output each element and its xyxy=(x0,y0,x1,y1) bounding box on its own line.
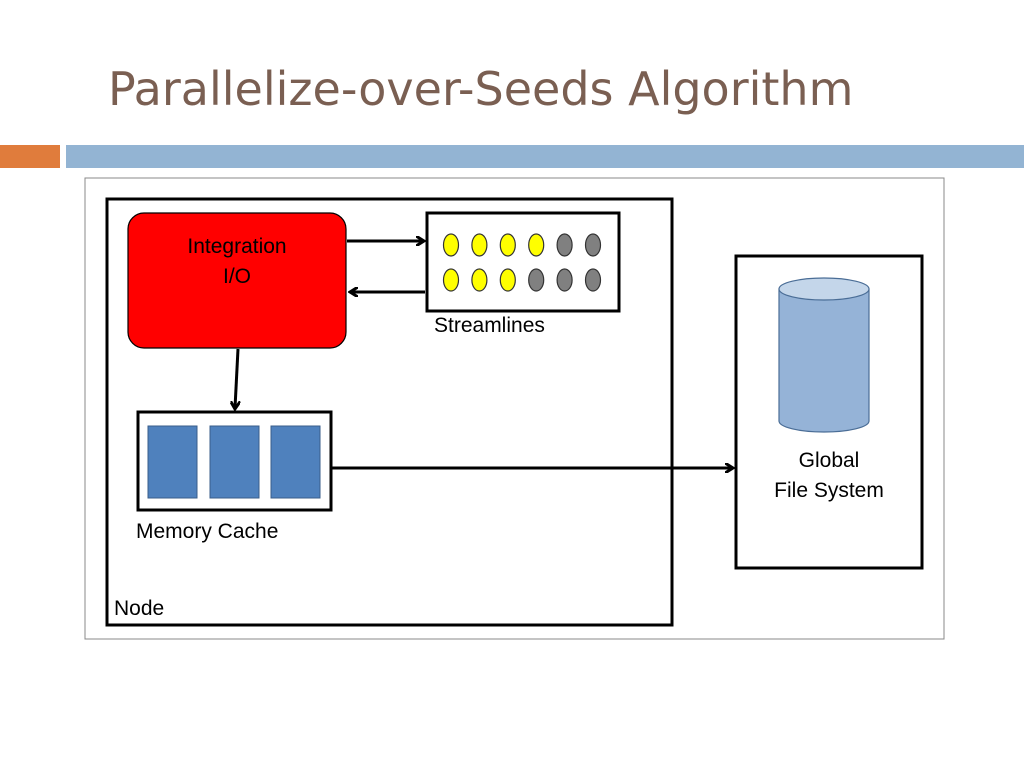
seed-done xyxy=(584,233,602,257)
seed-active xyxy=(499,268,516,292)
integration-io-block xyxy=(127,212,347,349)
storage-cylinder-icon xyxy=(778,277,870,433)
seed-active xyxy=(442,268,460,292)
seed-done xyxy=(556,233,573,257)
node-label: Node xyxy=(114,597,165,620)
slide-title: Parallelize-over-Seeds Algorithm xyxy=(108,62,854,116)
accent-bar-orange xyxy=(0,145,60,168)
arrow-to-memory-cache xyxy=(235,348,238,408)
seed-active xyxy=(499,233,516,257)
seed-done xyxy=(584,268,602,292)
seed-done xyxy=(556,268,573,292)
streamlines-label: Streamlines xyxy=(434,314,545,337)
cache-block xyxy=(270,425,321,499)
streamlines-box xyxy=(425,211,621,313)
integration-io-label-line1: Integration xyxy=(187,235,287,258)
seed-done xyxy=(528,268,545,292)
accent-bar-blue xyxy=(66,145,1024,168)
global-fs-label-line2: File System xyxy=(774,479,884,502)
cache-block xyxy=(209,425,260,499)
integration-io-label-line2: I/O xyxy=(222,265,251,288)
seed-active xyxy=(528,233,545,257)
streamline-seeds xyxy=(442,233,602,292)
cache-block xyxy=(147,425,198,499)
memory-cache-label: Memory Cache xyxy=(136,520,279,543)
seed-active xyxy=(471,233,488,257)
seed-active xyxy=(442,233,460,257)
seed-active xyxy=(471,268,488,292)
global-fs-label-line1: Global xyxy=(798,449,860,472)
